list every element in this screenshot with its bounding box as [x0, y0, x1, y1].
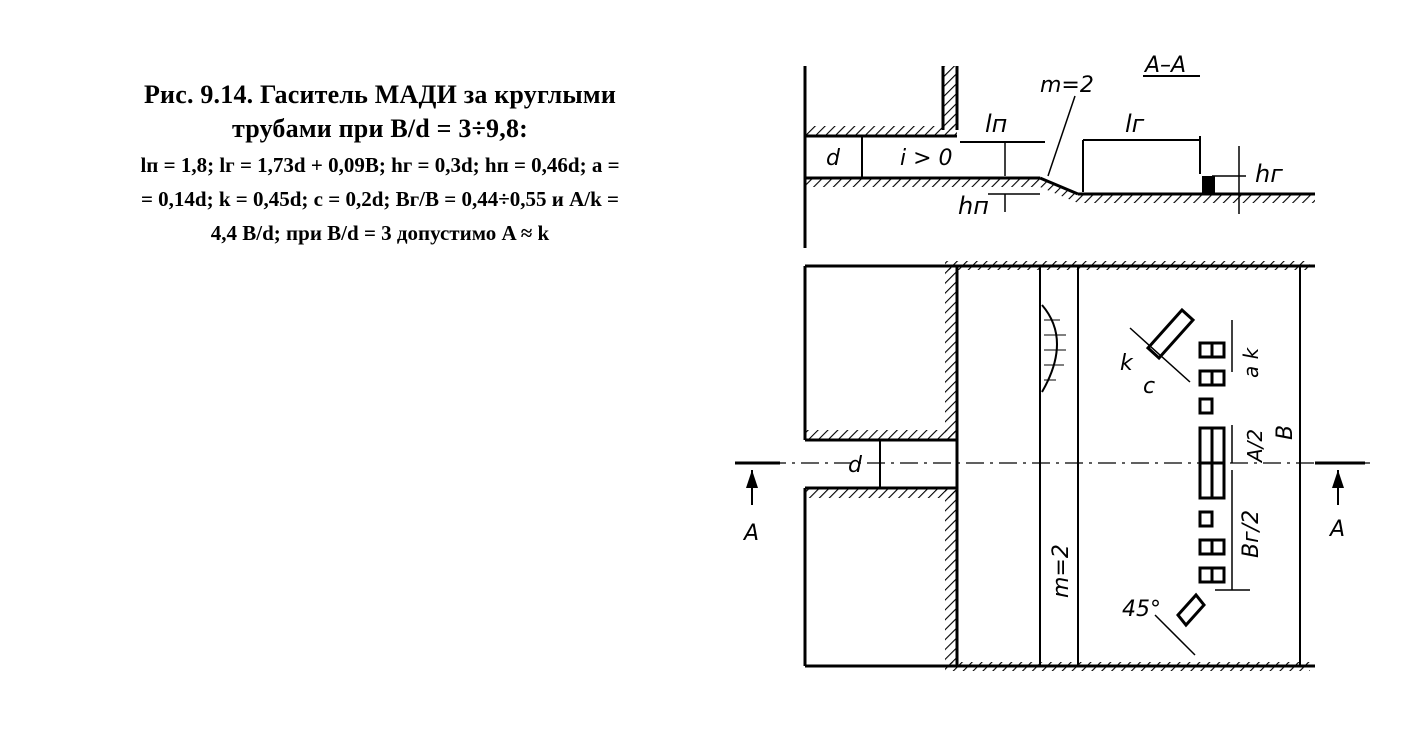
caption-title-line-2: трубами при B/d = 3÷9,8:	[231, 114, 529, 143]
label-hn: hп	[958, 192, 989, 220]
hatch-headwall	[943, 66, 957, 130]
hatch-floor-section	[805, 178, 1315, 203]
hatch-pipe-top	[805, 126, 957, 136]
label-ln: lп	[985, 110, 1007, 138]
label-section-mark-left: A	[742, 521, 759, 546]
hatch-headwall-lower	[945, 488, 958, 664]
label-k: k	[1120, 351, 1134, 376]
label-section-mark-right: A	[1328, 517, 1345, 542]
caption-formula-line-3: 4,4 B/d; при B/d = 3 допустимо A ≈ k	[210, 221, 550, 245]
label-slope-section: m=2	[1040, 73, 1094, 98]
label-A-half: A/2	[1243, 429, 1267, 464]
label-lg: lг	[1125, 110, 1145, 138]
caption-formula-line-2: = 0,14d; k = 0,45d; c = 0,2d; Bг/B = 0,4…	[140, 187, 620, 211]
label-a-k: a k	[1239, 346, 1263, 378]
caption-title-line-1: Рис. 9.14. Гаситель МАДИ за круглыми	[143, 80, 617, 109]
label-c: c	[1143, 374, 1155, 399]
caption-formula-line-1: lп = 1,8; lг = 1,73d + 0,09B; hг = 0,3d;…	[140, 153, 620, 177]
label-d-plan: d	[848, 453, 863, 478]
hatch-pipe-wall-upper	[805, 430, 957, 440]
hatch-headwall-upper	[945, 268, 958, 440]
section-view	[803, 66, 1315, 248]
hatch-pipe-wall-lower	[805, 488, 957, 498]
drawing-labels: A–A m=2 d i > 0 lп lг hп hг d m=2 a k k …	[742, 53, 1345, 622]
label-Bg-half: Bг/2	[1239, 510, 1264, 558]
plan-view	[735, 261, 1370, 671]
figure-caption: Рис. 9.14. Гаситель МАДИ за круглыми тру…	[40, 78, 720, 248]
label-B: B	[1273, 425, 1298, 440]
label-slope-plan: m=2	[1049, 544, 1074, 598]
label-hg: hг	[1255, 160, 1283, 188]
end-sill	[1202, 176, 1215, 194]
label-slope-i: i > 0	[900, 146, 953, 171]
label-angle: 45°	[1122, 597, 1161, 622]
label-section-title: A–A	[1143, 53, 1186, 78]
label-d-section: d	[826, 146, 841, 171]
